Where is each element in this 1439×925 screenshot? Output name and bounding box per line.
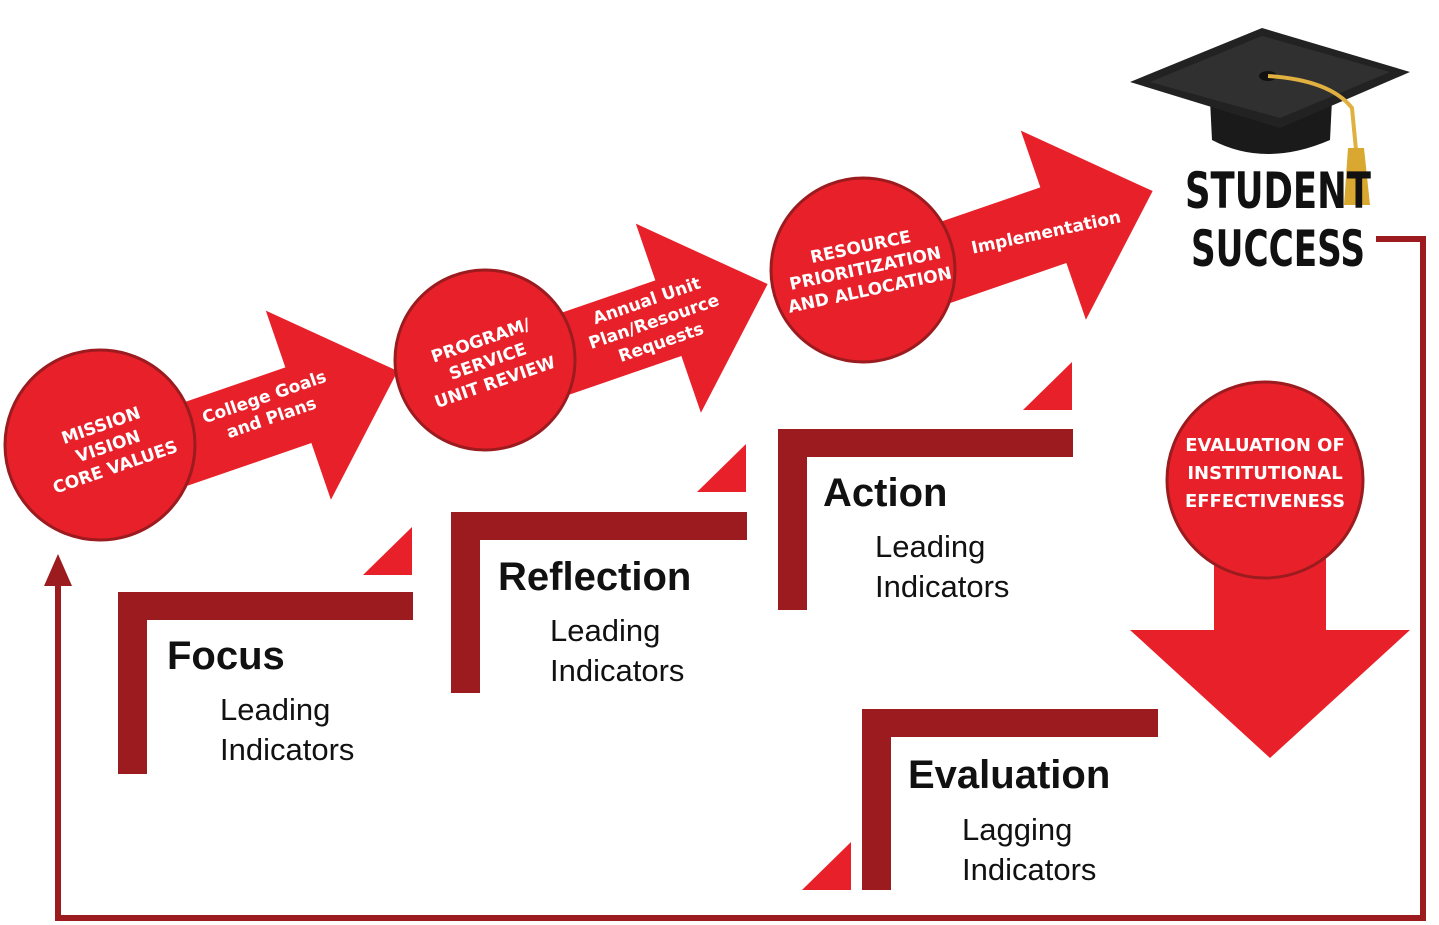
evaluation-circle-line-3: EFFECTIVENESS (1185, 491, 1345, 512)
graduation-cap-icon (1130, 28, 1410, 205)
evaluation-circle (1165, 380, 1365, 580)
focus-step-corner (363, 527, 412, 575)
stage-reflection-line-2: Indicators (550, 653, 684, 688)
stage-action: Action Leading Indicators (823, 471, 1009, 604)
feedback-loop-arrowhead (44, 554, 72, 586)
stage-action-title: Action (823, 471, 947, 515)
mission-circle (3, 348, 197, 542)
arrow-implementation (898, 130, 1153, 320)
evaluation-circle-text: EVALUATION OF INSTITUTIONAL EFFECTIVENES… (1185, 435, 1345, 512)
stage-focus-line-2: Indicators (220, 732, 354, 767)
arrow-college-goals (143, 310, 398, 500)
reflection-step-corner (697, 444, 746, 492)
action-step-bracket (778, 429, 1073, 610)
stage-focus: Focus Leading Indicators (167, 634, 354, 767)
process-arrows (143, 130, 1410, 758)
stage-reflection-title: Reflection (498, 555, 691, 599)
goal-line-2: SUCCESS (1191, 220, 1365, 278)
focus-step-bracket (118, 592, 413, 774)
stage-reflection: Reflection Leading Indicators (498, 555, 691, 688)
resource-circle (769, 176, 957, 364)
stage-focus-title: Focus (167, 634, 285, 678)
goal-text: STUDENT SUCCESS (1185, 162, 1371, 278)
stage-reflection-line-1: Leading (550, 613, 660, 648)
arrow-annual-unit-plan (513, 223, 768, 413)
evaluation-step-bracket (862, 709, 1158, 890)
evaluation-step-corner (802, 842, 851, 890)
evaluation-circle-line-1: EVALUATION OF (1185, 435, 1345, 456)
stage-evaluation-line-2: Indicators (962, 852, 1096, 887)
goal-line-1: STUDENT (1185, 162, 1371, 220)
stage-evaluation-line-1: Lagging (962, 812, 1072, 847)
reflection-step-bracket (451, 512, 747, 693)
staircase (118, 362, 1158, 890)
feedback-loop-line (55, 236, 1426, 921)
action-step-corner (1023, 362, 1072, 410)
stage-evaluation: Evaluation Lagging Indicators (908, 753, 1110, 887)
program-review-circle (393, 268, 577, 452)
evaluation-circle-line-2: INSTITUTIONAL (1187, 463, 1342, 484)
process-circles (3, 176, 1365, 580)
arrow-down-evaluation (1130, 548, 1410, 758)
stage-focus-line-1: Leading (220, 692, 330, 727)
feedback-loop (44, 236, 1426, 921)
cap-tassel-cord (1267, 74, 1358, 151)
cap-tassel (1344, 148, 1370, 205)
stage-evaluation-title: Evaluation (908, 753, 1110, 797)
stage-action-line-1: Leading (875, 529, 985, 564)
stage-action-line-2: Indicators (875, 569, 1009, 604)
